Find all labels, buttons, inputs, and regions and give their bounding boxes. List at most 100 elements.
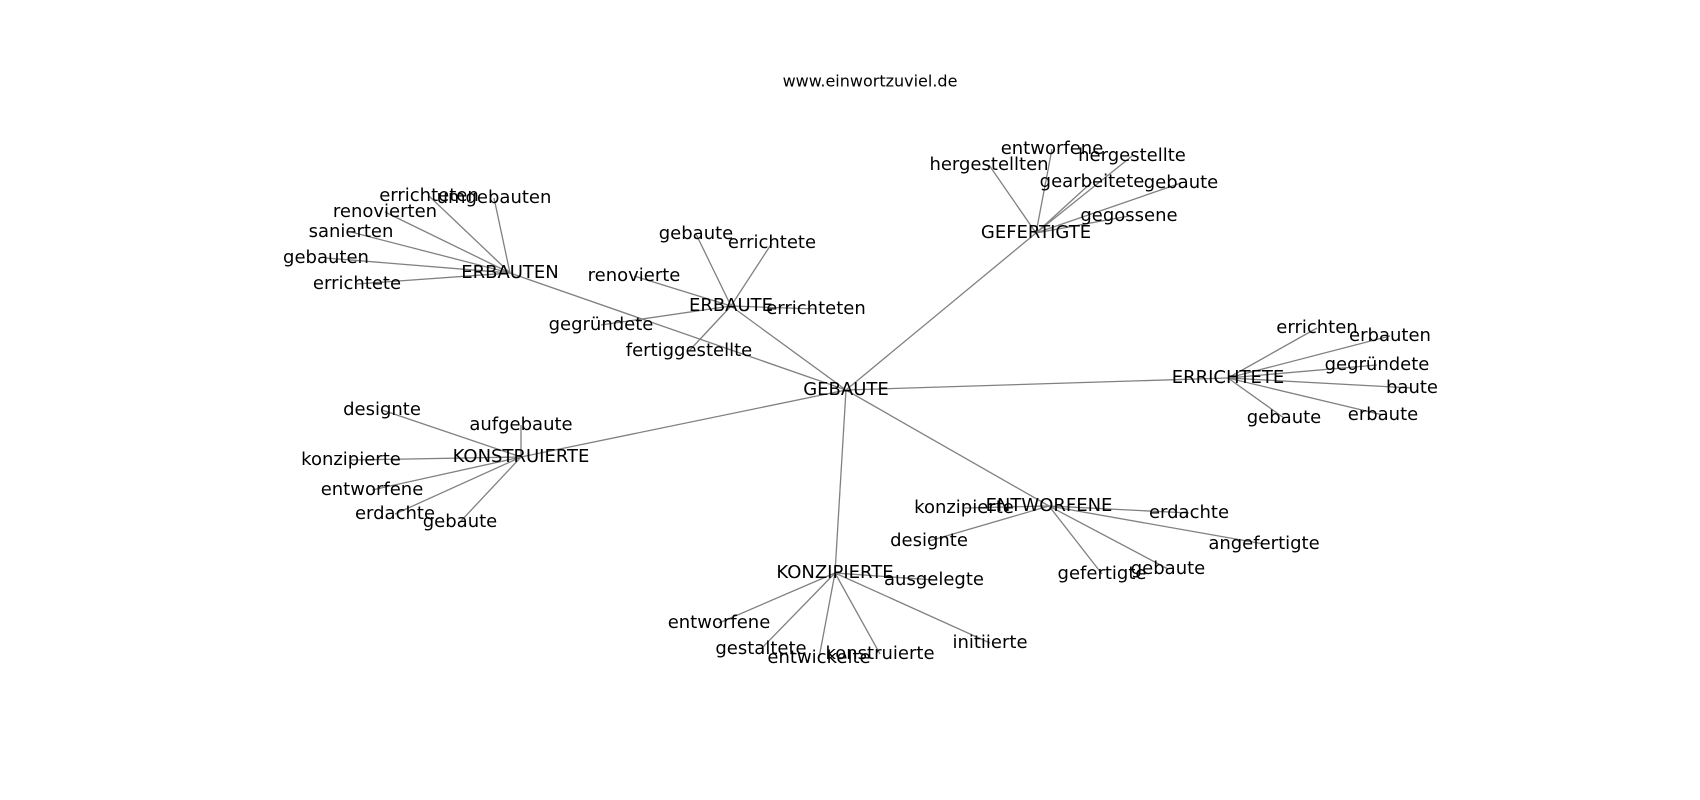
edge-hub-to-leaf [493,197,511,274]
edge-root-to-hub [509,272,847,391]
leaf-node-label: erdachte [355,503,435,524]
hub-node-label: ERBAUTE [689,295,773,316]
leaf-node-label: errichtete [313,273,401,294]
leaf-node-label: angefertigte [1208,533,1319,554]
leaf-node-label: gebaute [1247,407,1322,428]
edge-hub-to-leaf [1227,377,1384,416]
leaf-node-label: konstruierte [825,643,934,664]
hub-node-label: ERBAUTEN [461,262,559,283]
edge-hub-to-leaf [1035,182,1182,234]
leaf-node-label: errichteten [379,185,479,206]
edge-hub-to-leaf [760,572,836,650]
edge-hub-to-leaf [633,275,732,307]
edge-hub-to-leaf [371,456,522,491]
leaf-node-label: gefertigte [1058,563,1147,584]
edge-hub-to-leaf [394,456,522,515]
diagram-title: www.einwortzuviel.de [783,72,958,91]
leaf-node-label: konzipierte [914,497,1014,518]
edge-hub-to-leaf [1227,364,1378,379]
node-labels: GEBAUTEERBAUTENerrichtetenumgebautenreno… [283,138,1438,668]
edge-hub-to-leaf [834,572,881,655]
edge-hub-to-leaf [1048,505,1190,514]
edge-hub-to-leaf [428,195,511,274]
edge-hub-to-leaf [350,231,511,274]
leaf-node-label: gebaute [1131,558,1206,579]
leaf-node-label: gebauten [283,247,369,268]
leaf-node-label: erdachte [1149,502,1229,523]
edge-hub-to-leaf [1227,327,1318,379]
edge-hub-to-leaf [459,456,522,523]
leaf-node-label: errichteten [766,298,866,319]
edge-hub-to-leaf [928,505,1050,542]
leaf-node-label: umgebauten [437,187,552,208]
root-node-label: GEBAUTE [803,379,889,400]
leaf-node-label: hergestellten [929,154,1048,175]
leaf-node-label: designte [890,530,968,551]
leaf-node-label: erbauten [1349,325,1431,346]
edge-hub-to-leaf [600,305,732,326]
hub-node-label: ERRICHTETE [1172,367,1285,388]
leaf-node-label: gegründete [1325,354,1430,375]
hub-node-label: ENTWORFENE [986,495,1113,516]
leaf-node-label: renovierten [333,201,437,222]
leaf-node-label: hergestellte [1078,145,1186,166]
leaf-node-label: konzipierte [301,449,401,470]
leaf-node-label: gegossene [1080,205,1177,226]
edge-hub-to-leaf [325,257,511,274]
edge-hub-to-leaf [688,305,732,352]
hub-node-label: KONSTRUIERTE [453,446,590,467]
leaf-node-label: aufgebaute [469,414,572,435]
leaf-node-label: entworfene [1001,138,1104,159]
leaf-node-label: gebaute [423,511,498,532]
edge-root-to-hub [845,389,1050,507]
edge-root-to-hub [520,389,847,458]
leaf-node-label: designte [343,399,421,420]
edge-hub-to-leaf [730,305,817,310]
edge-hub-to-leaf [1227,377,1413,389]
edge-hub-to-leaf [381,409,522,458]
edge-hub-to-leaf [834,572,991,644]
edge-hub-to-leaf [1035,148,1053,234]
edge-hub-to-leaf [1035,155,1133,234]
leaf-node-label: sanierten [309,221,394,242]
leaf-node-label: gebaute [659,223,734,244]
leaf-node-label: entworfene [668,612,771,633]
edge-hub-to-leaf [384,211,511,274]
edge-hub-to-leaf [1227,377,1285,419]
edge-root-to-hub [834,389,847,574]
hub-node-label: GEFERTIGTE [981,222,1091,243]
leaf-node-label: ausgelegte [884,569,984,590]
leaf-node-label: gearbeitete [1040,171,1145,192]
edge-root-to-hub [845,232,1037,391]
leaf-node-label: gebaute [1144,172,1219,193]
leaf-node-label: entworfene [321,479,424,500]
edge-root-to-hub [845,377,1229,391]
edge-hub-to-leaf [350,456,522,461]
hub-node-label: KONZIPIERTE [776,562,893,583]
edge-hub-to-leaf [1035,181,1093,234]
edge-hub-to-leaf [1035,215,1130,234]
edge-hub-to-leaf [834,572,935,581]
leaf-node-label: renovierte [588,265,681,286]
edge-hub-to-leaf [963,505,1050,509]
leaf-node-label: erbaute [1348,404,1418,425]
edge-hub-to-leaf [695,233,732,307]
edge-hub-to-leaf [1227,335,1391,379]
leaf-node-label: gestaltete [715,638,806,659]
edge-hub-to-leaf [1048,505,1265,545]
edge-root-to-hub [730,305,847,391]
leaf-node-label: gegründete [549,314,654,335]
leaf-node-label: errichtete [728,232,816,253]
edges [325,148,1413,659]
leaf-node-label: baute [1386,377,1438,398]
edge-hub-to-leaf [356,272,511,285]
leaf-node-label: fertiggestellte [626,340,752,361]
edge-hub-to-leaf [718,572,836,624]
edge-hub-to-leaf [1048,505,1169,570]
edge-hub-to-leaf [730,242,773,307]
edge-hub-to-leaf [818,572,836,659]
edge-hub-to-leaf [1048,505,1103,575]
leaf-node-label: entwickelte [767,647,870,668]
edge-hub-to-leaf [988,164,1037,234]
